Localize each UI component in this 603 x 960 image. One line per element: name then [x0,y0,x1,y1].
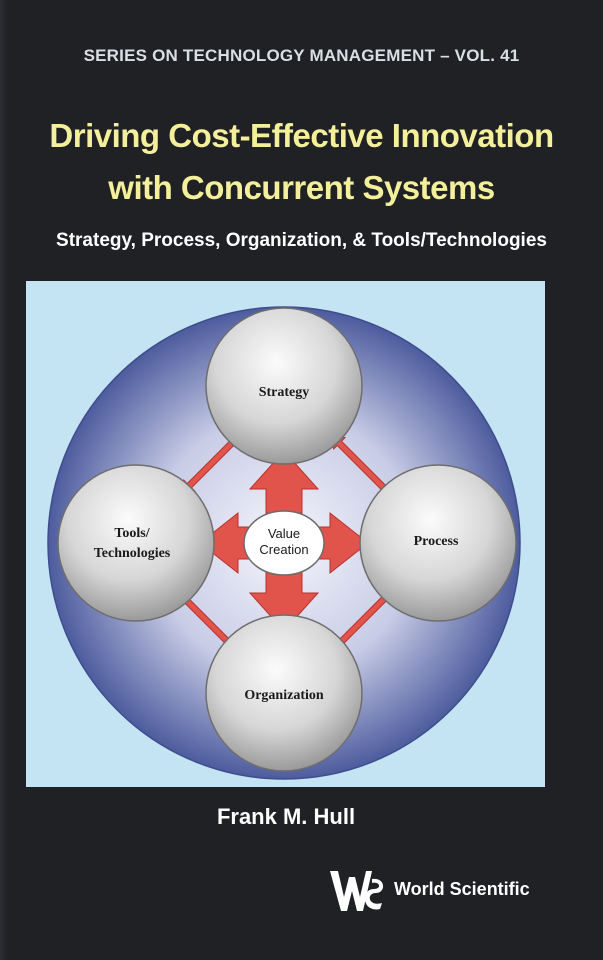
book-title-line-1: Driving Cost-Effective Innovation [49,117,554,154]
node-strategy-label: Strategy [259,385,310,400]
node-process [359,464,517,622]
node-strategy [205,307,363,465]
center-label-line-1: Value [268,526,300,541]
series-title: SERIES ON TECHNOLOGY MANAGEMENT – VOL. 4… [83,46,520,65]
node-tools-label-line-2: Technologies [94,546,171,561]
node-tools-technologies [57,464,215,622]
node-tools-label-line-1: Tools/ [114,526,150,541]
author-name: Frank M. Hull [216,804,356,829]
node-organization [205,614,363,772]
book-subtitle: Strategy, Process, Organization, & Tools… [56,230,547,251]
center-label-line-2: Creation [259,542,308,557]
book-title-line-2: with Concurrent Systems [108,169,495,206]
node-organization-label: Organization [244,688,324,703]
publisher: World Scientific [328,867,568,915]
cover-edge [0,0,8,960]
cover-diagram: Value Creation Strategy Process Organiza… [26,281,545,787]
value-creation-ellipse [243,510,325,576]
publisher-name: World Scientific [394,879,530,899]
concurrent-systems-diagram: Value Creation Strategy Process Organiza… [47,306,521,780]
central-arrows [199,450,369,632]
node-process-label: Process [414,534,459,549]
world-scientific-logo-icon [330,871,384,911]
